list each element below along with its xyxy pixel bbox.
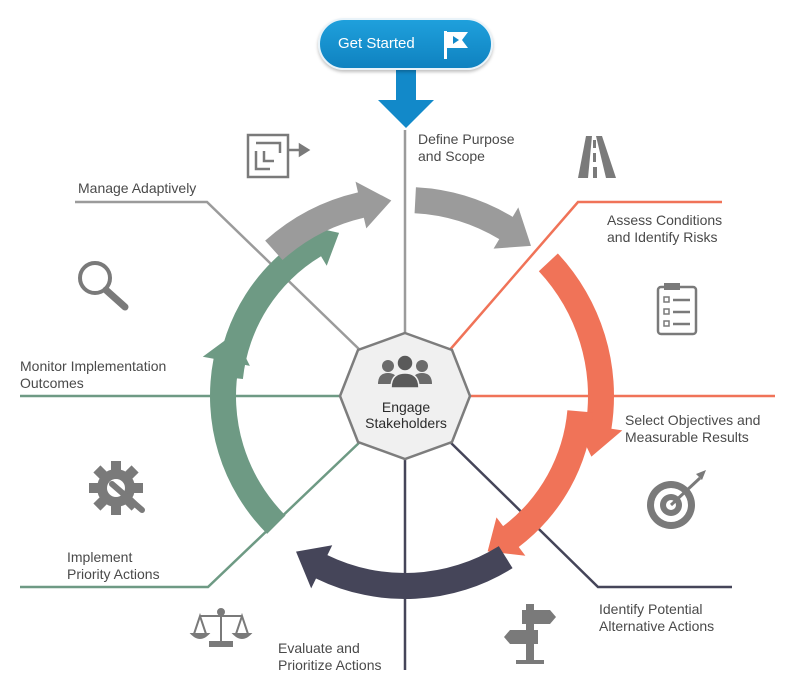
checklist-icon	[656, 283, 698, 336]
step-monitor-outcomes-label: Monitor Implementation Outcomes	[20, 358, 167, 391]
step-assess-conditions-label: Assess Conditions and Identify Risks	[607, 212, 723, 245]
step-identify-alternatives-label: Identify Potential Alternative Actions	[599, 601, 715, 634]
arrow-select-to-identify	[487, 410, 594, 556]
gear-tooth	[111, 503, 121, 515]
gear-tooth	[111, 461, 121, 473]
arrow-define-to-assess	[414, 187, 531, 249]
arrow-assess-to-select	[538, 253, 623, 457]
flag-icon	[444, 31, 468, 59]
maze-icon	[246, 133, 311, 179]
target-icon	[647, 470, 706, 529]
step-define-purpose-label: Define Purpose and Scope	[418, 131, 515, 164]
step-select-objectives-label: Select Objectives and Measurable Results	[625, 412, 761, 445]
get-started-button[interactable]: Get Started	[318, 18, 493, 70]
road-icon	[578, 136, 616, 178]
people-icon	[378, 354, 432, 389]
step-implement-actions-label: Implement Priority Actions	[67, 549, 160, 582]
divider-top-right	[447, 200, 722, 353]
gear-wrench-icon	[89, 461, 145, 515]
divider-bottom-left	[20, 439, 363, 589]
arrow-implement-to-monitor	[202, 333, 286, 534]
magnifier-icon	[78, 261, 129, 311]
divider-bottom-right	[447, 439, 732, 589]
arrow-manage-to-define	[265, 181, 392, 261]
signpost-icon	[504, 604, 556, 664]
divider-top-left	[75, 200, 363, 353]
arrow-identify-to-evaluate	[296, 545, 513, 599]
get-started-label: Get Started	[338, 35, 415, 52]
divider-lines	[20, 130, 775, 670]
cycle-arrows	[202, 181, 623, 599]
center-label: Engage Stakeholders	[365, 399, 447, 431]
step-evaluate-prioritize-label: Evaluate and Prioritize Actions	[278, 640, 382, 673]
start-arrow	[378, 68, 434, 128]
step-manage-adaptively-label: Manage Adaptively	[78, 180, 197, 196]
scales-icon	[189, 608, 253, 647]
arrow-monitor-to-manage	[217, 224, 340, 379]
center-octagon[interactable]	[338, 331, 472, 461]
